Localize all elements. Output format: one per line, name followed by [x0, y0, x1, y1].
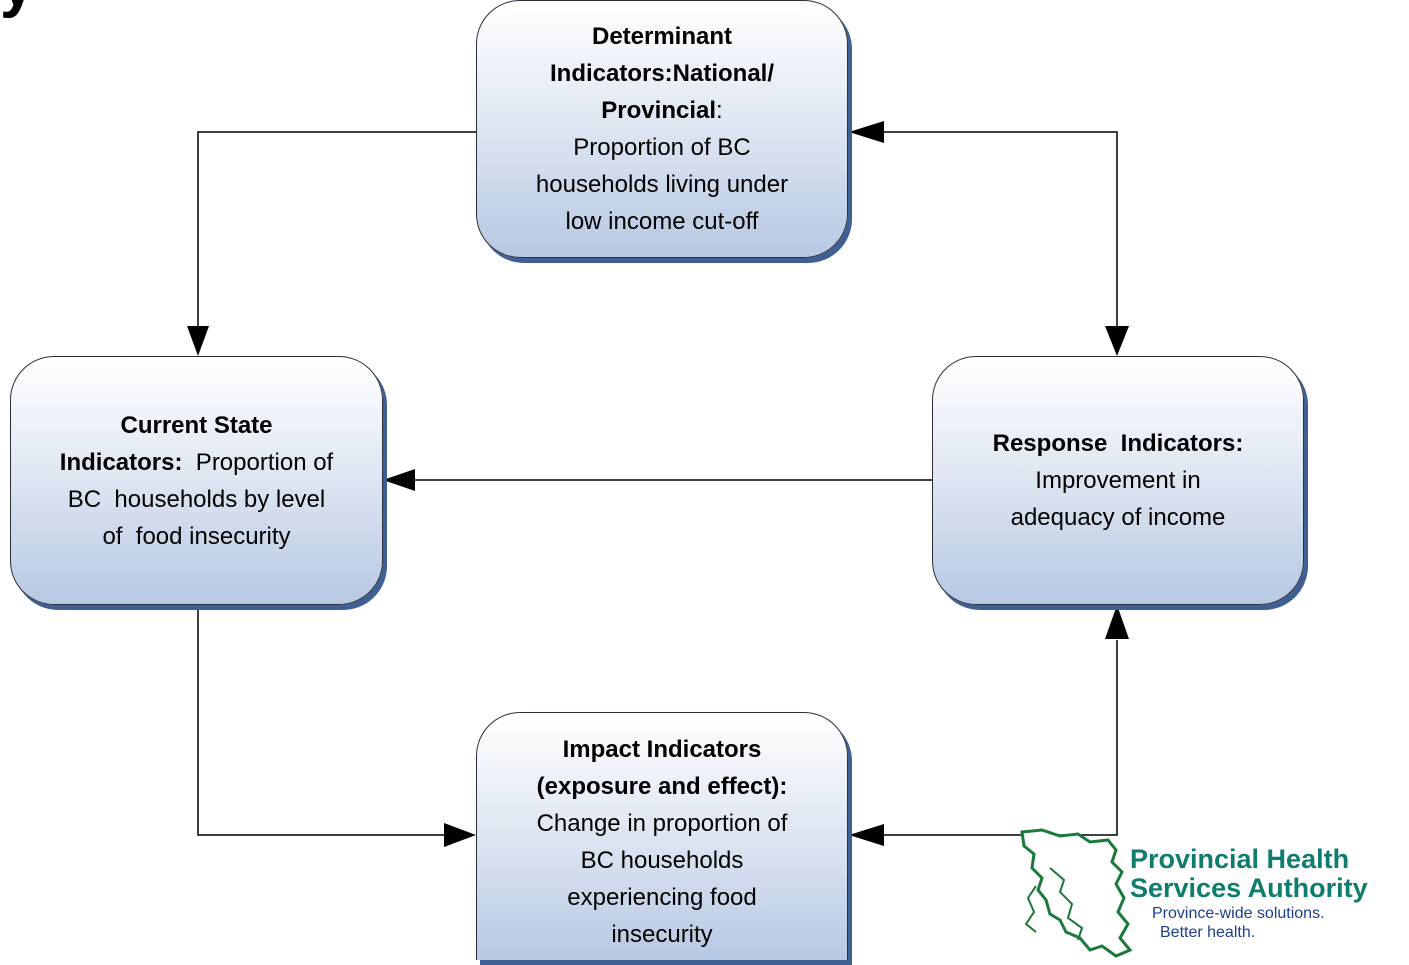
- current-state-indicators-box: Current State Indicators: Proportion of …: [10, 356, 383, 605]
- arrowhead-into-response-bottom: [1105, 605, 1129, 639]
- logo-tagline-2: Better health.: [1160, 924, 1256, 941]
- logo-name-line-1: Provincial Health: [1130, 844, 1350, 874]
- bc-map-icon: [1020, 828, 1133, 958]
- current-line-2-suffix: Proportion of: [182, 448, 334, 476]
- impact-indicators-box: Impact Indicators (exposure and effect):…: [476, 712, 848, 960]
- title-fragment: y: [0, 0, 35, 16]
- arrowhead-into-current-top: [187, 326, 209, 356]
- connector-impact-response: [884, 640, 1118, 836]
- arrowhead-into-impact-left: [444, 823, 476, 847]
- impact-line-5: experiencing food: [567, 884, 757, 911]
- impact-line-1: Impact Indicators: [562, 736, 762, 763]
- connector-determinant-to-current: [197, 131, 476, 328]
- arrowhead-into-response-top: [1105, 326, 1129, 356]
- determinant-line-6: low income cut-off: [565, 208, 759, 235]
- determinant-line-4: Proportion of BC: [573, 134, 751, 161]
- impact-line-6: insecurity: [611, 921, 713, 948]
- determinant-line-3-bold: Provincial: [601, 97, 717, 124]
- impact-line-2: (exposure and effect):: [536, 773, 788, 800]
- determinant-line-1: Determinant: [591, 23, 733, 50]
- current-line-2-bold: Indicators:: [59, 448, 183, 476]
- current-line-2: Indicators: Proportion of: [60, 444, 333, 481]
- phsa-logo-text: Provincial Health Services Authority Pro…: [1130, 845, 1368, 942]
- phsa-logo: [1020, 828, 1409, 960]
- impact-line-4: BC households: [580, 847, 744, 874]
- logo-name-line-2: Services Authority: [1130, 873, 1368, 903]
- connector-determinant-response: [884, 131, 1118, 328]
- arrowhead-into-current-right: [383, 469, 415, 491]
- determinant-line-2: Indicators:National/: [549, 60, 775, 87]
- determinant-indicators-box: Determinant Indicators:National/ Provinc…: [476, 0, 848, 258]
- impact-line-3: Change in proportion of: [536, 810, 788, 837]
- determinant-line-5: households living under: [535, 171, 789, 198]
- determinant-line-3: Provincial:: [601, 92, 722, 129]
- response-line-1: Response Indicators:: [992, 430, 1244, 457]
- current-line-3: BC households by level: [67, 485, 326, 513]
- response-line-3: adequacy of income: [1010, 504, 1226, 531]
- arrowhead-into-impact-right: [849, 824, 884, 846]
- current-line-1: Current State: [120, 411, 273, 439]
- response-line-2: Improvement in: [1035, 467, 1201, 494]
- response-indicators-box: Response Indicators: Improvement in adeq…: [932, 356, 1304, 605]
- arrowhead-into-determinant-right: [849, 121, 884, 143]
- current-line-4: of food insecurity: [102, 522, 291, 550]
- determinant-line-3-suffix: :: [716, 97, 723, 124]
- logo-tagline-1: Province-wide solutions.: [1152, 905, 1325, 922]
- connector-current-to-impact: [197, 605, 448, 836]
